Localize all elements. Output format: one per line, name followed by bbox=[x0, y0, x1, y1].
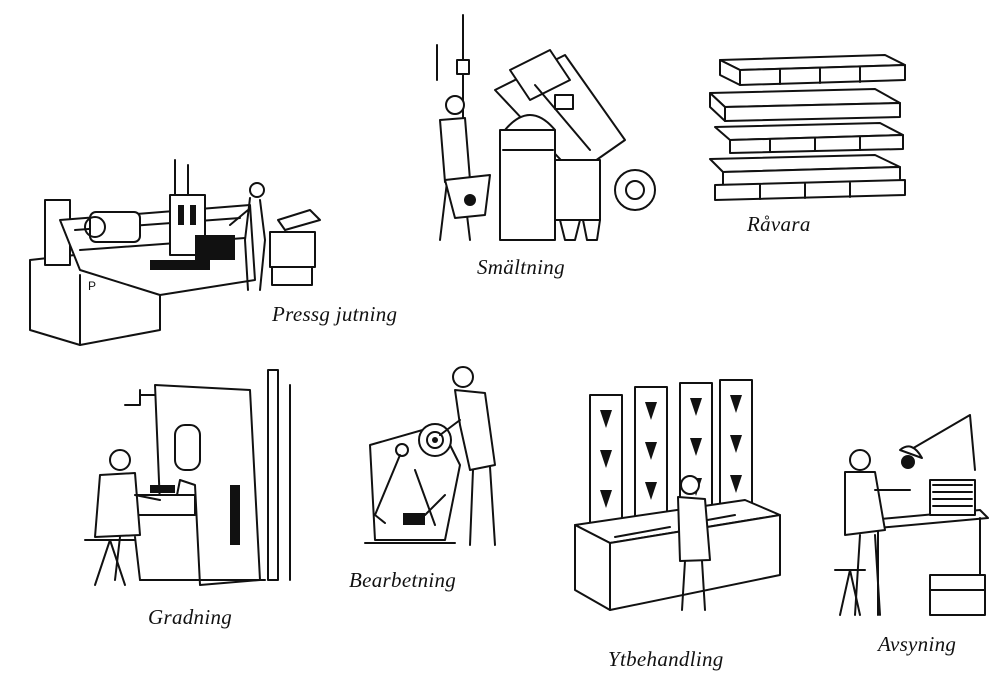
caption-avsyning: Avsyning bbox=[878, 632, 957, 656]
panel-gradning: Gradning bbox=[80, 365, 310, 640]
caption-pressgjutning: Pressg jutning bbox=[272, 302, 398, 326]
stacked-ingots-illustration bbox=[709, 54, 906, 201]
inspection-desk-illustration bbox=[834, 414, 989, 616]
machining-illustration bbox=[364, 366, 496, 546]
panel-pressgjutning: P Pressg jutning bbox=[20, 150, 397, 350]
panel-ravara: Råvara bbox=[705, 45, 915, 245]
panel-ytbehandling: Ytbehandling bbox=[570, 375, 785, 671]
caption-smaltning: Smältning bbox=[477, 255, 565, 279]
panel-bearbetning: Bearbetning bbox=[345, 365, 525, 600]
die-casting-machine-illustration: P bbox=[29, 159, 321, 346]
trimming-press-illustration bbox=[84, 369, 291, 586]
caption-gradning: Gradning bbox=[148, 605, 233, 629]
caption-ravara: Råvara bbox=[747, 212, 811, 236]
panel-smaltning: Smältning bbox=[415, 10, 665, 290]
caption-bearbetning: Bearbetning bbox=[349, 568, 457, 592]
caption-ytbehandling: Ytbehandling bbox=[608, 647, 724, 671]
panel-avsyning: Avsyning bbox=[830, 410, 995, 665]
surface-treatment-illustration bbox=[574, 379, 781, 611]
svg-text:P: P bbox=[88, 279, 96, 293]
melting-furnace-illustration bbox=[436, 14, 656, 241]
